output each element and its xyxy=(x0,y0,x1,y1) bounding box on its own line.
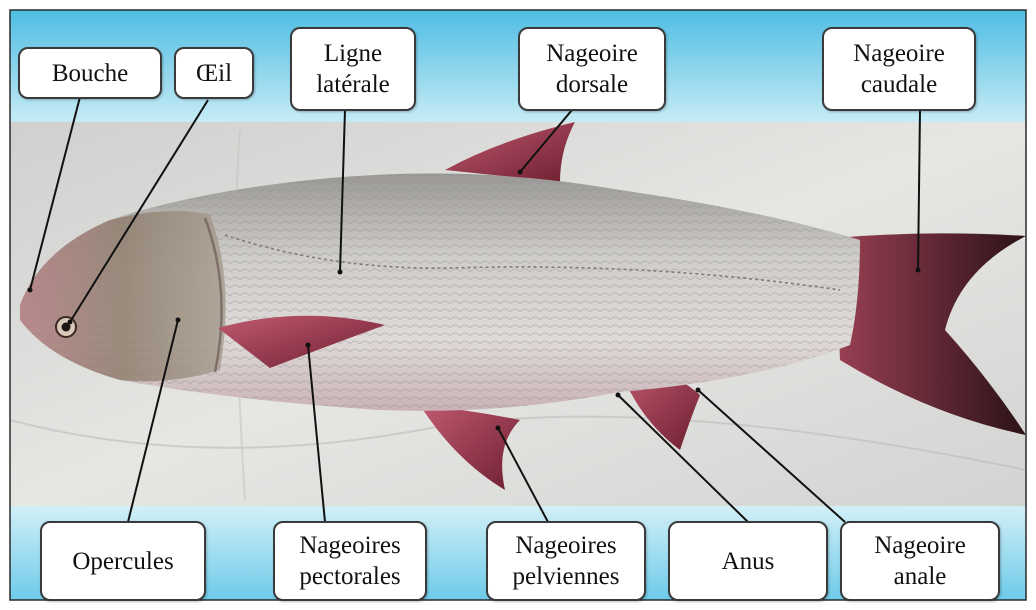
label-bouche: Bouche xyxy=(18,47,162,99)
leader-end-ligne xyxy=(338,270,343,275)
label-ligne-laterale: Ligne latérale xyxy=(290,27,416,111)
leader-end-pelviennes xyxy=(496,426,501,431)
leader-end-bouche xyxy=(28,288,33,293)
leader-end-anus xyxy=(616,393,621,398)
leader-end-opercules xyxy=(176,318,181,323)
leader-end-pectorales xyxy=(306,343,311,348)
label-nageoire-anale: Nageoire anale xyxy=(840,521,1000,601)
label-opercules: Opercules xyxy=(40,521,206,601)
leader-end-dorsale xyxy=(518,170,523,175)
leader-end-anale xyxy=(696,388,701,393)
label-nageoire-caudale: Nageoire caudale xyxy=(822,27,976,111)
label-nageoires-pectorales: Nageoires pectorales xyxy=(273,521,427,601)
label-nageoires-pelviennes: Nageoires pelviennes xyxy=(486,521,646,601)
label-oeil: Œil xyxy=(174,47,254,99)
leader-end-caudale xyxy=(916,268,921,273)
label-anus: Anus xyxy=(668,521,828,601)
label-nageoire-dorsale: Nageoire dorsale xyxy=(518,27,666,111)
leader-end-oeil xyxy=(68,320,73,325)
